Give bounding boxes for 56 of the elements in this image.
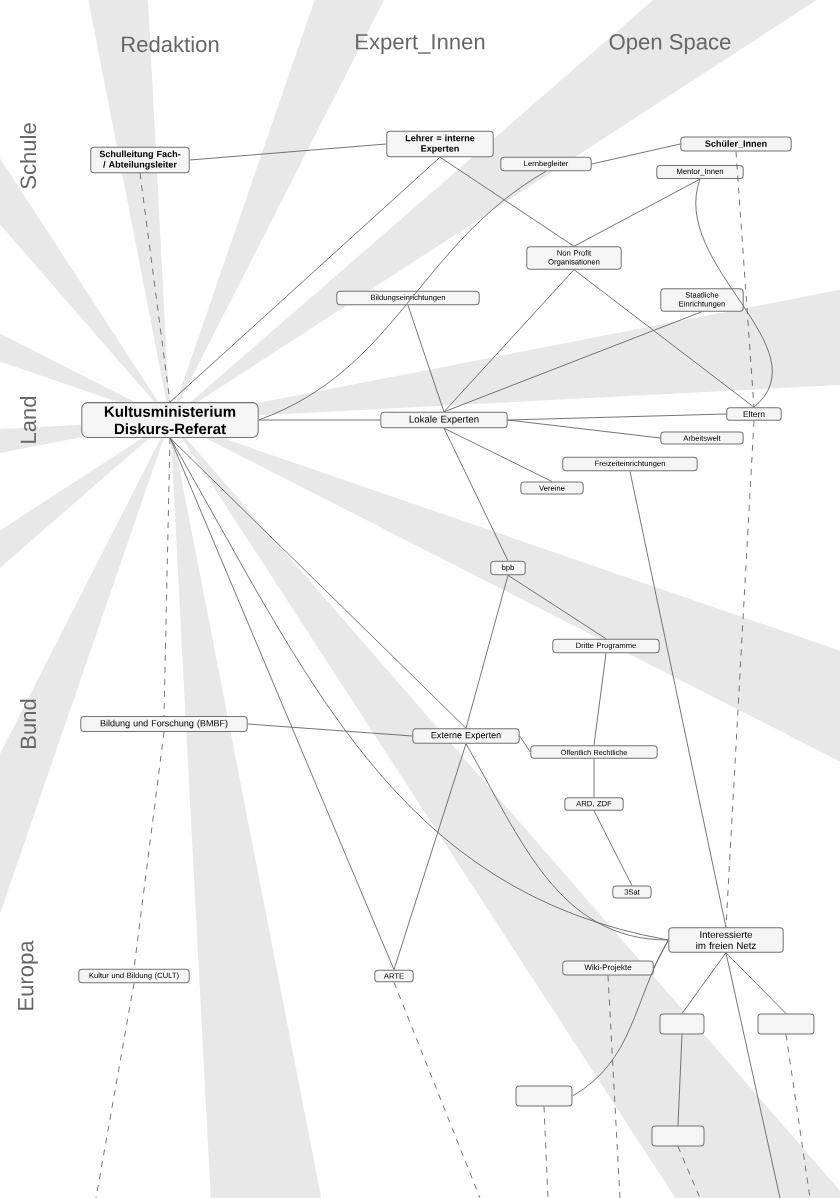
connector-line — [572, 939, 669, 1097]
connector-line — [593, 652, 607, 746]
connector-line — [258, 419, 381, 421]
connector-line — [465, 574, 509, 729]
connector-line — [169, 437, 669, 941]
column-heading: Expert_Innen — [356, 34, 485, 54]
connector-line — [607, 975, 621, 1198]
row-heading: Schule — [19, 123, 37, 189]
connector-line — [725, 952, 787, 1014]
connector-line — [443, 427, 509, 562]
connector-line — [591, 143, 681, 165]
empty-box — [659, 1013, 705, 1035]
connector-line — [163, 437, 171, 717]
connector-line — [95, 982, 135, 1198]
connector-line — [507, 413, 727, 421]
connector-line — [681, 952, 727, 1014]
connector-line — [573, 178, 701, 247]
connector-line — [443, 311, 703, 413]
connector-line — [677, 1034, 683, 1126]
connector-line — [735, 151, 755, 408]
connector-line — [139, 172, 171, 403]
connector-line — [189, 143, 387, 161]
connector-line — [677, 1146, 701, 1198]
connector-line — [465, 743, 669, 941]
connector-line — [393, 981, 481, 1198]
row-heading: Europa — [18, 940, 38, 1010]
connector-line — [785, 1034, 811, 1198]
row-heading: Land — [19, 396, 37, 443]
connector-line — [593, 810, 633, 887]
connector-line — [507, 419, 661, 439]
column-heading: Redaktion — [122, 35, 219, 53]
connector-line — [393, 743, 467, 971]
connector-line — [507, 574, 607, 640]
connector-line — [629, 470, 727, 928]
connector-line — [169, 437, 467, 729]
connector-line — [593, 758, 595, 798]
connector-line — [725, 420, 755, 928]
connector-line — [443, 269, 575, 413]
connector-line — [443, 427, 553, 482]
connector-line — [519, 735, 531, 753]
connector-line — [573, 269, 755, 408]
empty-box — [651, 1125, 705, 1147]
connector-line — [407, 304, 445, 413]
connector-line — [247, 723, 413, 737]
empty-box — [515, 1085, 573, 1107]
connector-line — [169, 437, 395, 971]
connector-line — [695, 178, 773, 408]
empty-box — [757, 1013, 815, 1035]
connector-line — [543, 1106, 549, 1198]
row-heading: Bund — [19, 699, 37, 748]
connector-line — [258, 170, 547, 421]
connector-line — [169, 156, 441, 403]
column-heading: Open Space — [609, 34, 731, 54]
connector-line — [653, 939, 669, 969]
connector-line — [725, 952, 781, 1198]
connector-line — [439, 156, 575, 247]
